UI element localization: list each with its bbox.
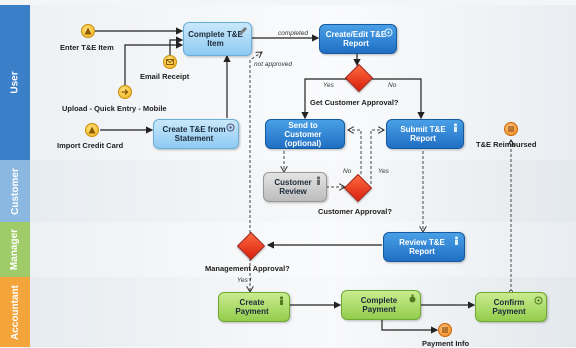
task-complete-payment[interactable]: Complete Payment <box>341 290 421 320</box>
flow-label-yes-3: Yes ! <box>237 277 252 284</box>
payment-info-label: Payment Info <box>422 339 470 348</box>
flow-label-no-1: No <box>388 82 397 89</box>
task-complete-payment-label: Complete Payment <box>360 296 398 314</box>
upload-quick-entry-label: Upload - Quick Entry - Mobile <box>62 104 167 113</box>
task-send-to-customer-label: Send to Customer (optional) <box>284 120 322 148</box>
start-event-import-credit-card <box>85 123 99 137</box>
get-customer-approval-label: Get Customer Approval? <box>310 98 399 107</box>
task-review-te-report[interactable]: Review T&E Report <box>383 232 465 262</box>
lane-accountant: Accountant <box>0 277 30 347</box>
list-icon <box>442 327 448 333</box>
task-create-payment-label: Create Payment <box>235 298 269 316</box>
task-create-payment[interactable]: Create Payment <box>218 292 290 322</box>
warning-icon <box>84 27 92 35</box>
import-credit-card-label: Import Credit Card <box>57 141 124 150</box>
task-submit-te-report[interactable]: Submit T&E Report <box>386 119 464 149</box>
flow-label-no-2: No <box>343 168 352 175</box>
lane-bg-manager <box>30 222 576 277</box>
arrow-right-icon <box>121 89 129 95</box>
person-icon <box>316 176 321 185</box>
task-submit-te-report-label: Submit T&E Report <box>400 125 446 143</box>
envelope-icon <box>166 59 174 65</box>
task-create-edit-te-report-label: Create/Edit T&E Report <box>325 30 387 48</box>
start-event-upload <box>118 85 132 99</box>
flow-label-yes-1: Yes <box>323 82 334 89</box>
person-icon <box>453 123 458 132</box>
event-payment-info <box>438 323 452 337</box>
gear-icon <box>226 123 235 132</box>
flow-label-completed: completed <box>278 30 308 37</box>
person-icon <box>454 236 459 245</box>
task-create-te-from-statement[interactable]: Create T&E from Statement <box>153 119 239 149</box>
task-customer-review[interactable]: Customer Review <box>263 172 327 202</box>
task-complete-te-item[interactable]: Complete T&E Item <box>183 22 252 56</box>
list-icon <box>508 126 514 132</box>
task-send-to-customer[interactable]: Send to Customer (optional) <box>265 119 345 149</box>
lane-user: User <box>0 5 30 160</box>
te-reimbursed-label: T&E Reimbursed <box>476 140 537 149</box>
task-confirm-payment-label: Confirm Payment <box>492 298 526 316</box>
gear-icon <box>534 296 543 305</box>
flow-label-not-approved: not approved <box>254 61 292 68</box>
customer-approval-label: Customer Approval? <box>318 207 392 216</box>
task-complete-te-item-label: Complete T&E Item <box>188 30 243 48</box>
task-create-edit-te-report[interactable]: Create/Edit T&E Report <box>319 24 397 54</box>
start-event-enter-te-item <box>81 24 95 38</box>
warning-icon <box>88 126 96 134</box>
enter-te-item-label: Enter T&E Item <box>60 43 114 52</box>
pencil-icon <box>240 27 247 34</box>
money-bag-icon <box>409 294 416 303</box>
task-confirm-payment[interactable]: Confirm Payment <box>475 292 547 322</box>
start-event-email-receipt <box>163 55 177 69</box>
end-event-te-reimbursed <box>504 122 518 136</box>
task-create-te-from-statement-label: Create T&E from Statement <box>162 125 226 143</box>
person-icon <box>279 296 284 305</box>
email-receipt-label: Email Receipt <box>140 72 190 81</box>
lane-manager: Manager <box>0 222 30 277</box>
management-approval-label: Management Approval? <box>205 264 290 273</box>
task-customer-review-label: Customer Review <box>274 178 312 196</box>
lane-customer: Customer <box>0 160 30 222</box>
gear-icon <box>384 28 393 37</box>
flow-label-yes-2: Yes <box>378 168 389 175</box>
task-review-te-report-label: Review T&E Report <box>399 238 445 256</box>
